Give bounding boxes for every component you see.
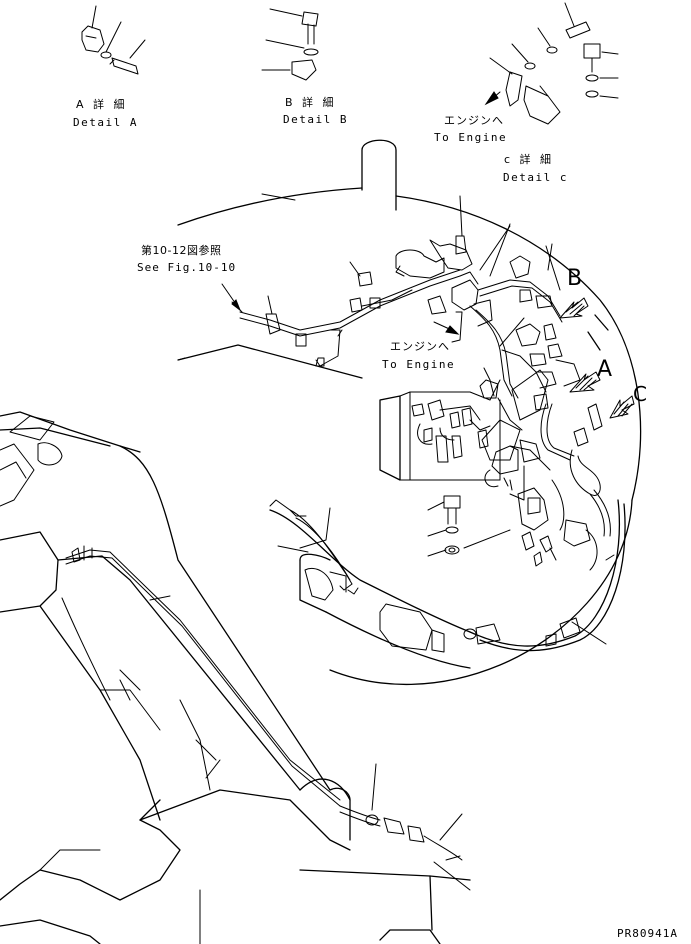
view-label-a: A — [597, 357, 613, 382]
detail-a-title-jp: A 詳 細 — [76, 98, 128, 111]
to-engine-top-en: To Engine — [434, 131, 508, 144]
see-fig-reference-jp: 第10-12図参照 — [141, 244, 222, 257]
to-engine-top-jp: エンジンへ — [444, 114, 504, 127]
see-fig-reference-en: See Fig.10-10 — [137, 261, 237, 274]
view-arrow-c — [609, 395, 635, 419]
detail-a-title-en: Detail A — [73, 116, 138, 129]
view-label-c: C — [633, 382, 647, 406]
to-engine-mid-jp: エンジンへ — [390, 340, 450, 353]
machine-body-outline — [177, 139, 642, 686]
drawing-number: PR80941A — [617, 927, 678, 940]
detail-c-illustration — [484, 2, 619, 125]
detail-b-title-en: Detail B — [283, 113, 348, 126]
see-fig-arrow — [221, 283, 243, 313]
view-arrow-b — [559, 297, 589, 319]
detail-c-title-en: Detail c — [503, 171, 568, 184]
to-engine-mid-en: To Engine — [382, 358, 456, 371]
leader-lines — [119, 193, 607, 891]
detail-b-illustration — [261, 8, 319, 81]
view-arrow-a — [569, 371, 601, 393]
to-engine-arrow-mid — [433, 321, 460, 335]
view-label-b: B — [567, 266, 583, 291]
main-harness-routing — [239, 195, 611, 595]
detail-a-illustration — [81, 5, 146, 75]
detail-b-title-jp: B 詳 細 — [285, 96, 337, 109]
detail-c-title-jp: c 詳 細 — [504, 153, 555, 166]
boom-arm-outline — [0, 411, 471, 944]
